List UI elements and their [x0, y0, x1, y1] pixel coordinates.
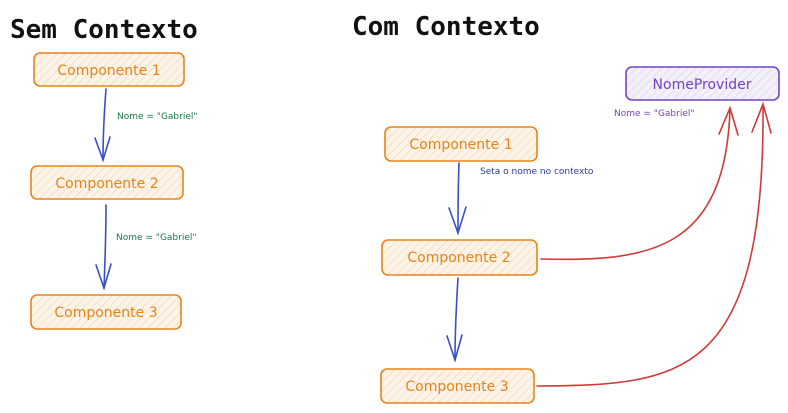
context-arrow-componente-3	[536, 101, 772, 387]
left-arrow-2-3	[95, 204, 112, 291]
title-com-contexto: Com Contexto	[352, 12, 540, 42]
right-arrow-2-3	[446, 277, 463, 363]
nome-provider: NomeProvider	[625, 66, 780, 101]
right-set-note: Seta o nome no contexto	[480, 167, 594, 177]
left-note-2: Nome = "Gabriel"	[116, 233, 197, 243]
right-componente-1: Componente 1	[384, 126, 538, 162]
right-componente-1-label: Componente 1	[409, 137, 512, 153]
nome-provider-label: NomeProvider	[653, 77, 752, 93]
left-componente-1-label: Componente 1	[57, 63, 160, 79]
left-componente-2-label: Componente 2	[55, 176, 158, 192]
left-arrow-1-2	[94, 88, 111, 163]
left-componente-3: Componente 3	[30, 294, 182, 330]
left-componente-1: Componente 1	[33, 52, 185, 87]
right-componente-2: Componente 2	[381, 239, 538, 276]
provider-note: Nome = "Gabriel"	[614, 109, 695, 119]
left-componente-3-label: Componente 3	[54, 305, 157, 321]
left-componente-2: Componente 2	[30, 165, 184, 200]
right-componente-2-label: Componente 2	[407, 250, 510, 266]
context-arrow-componente-2	[540, 105, 739, 261]
right-componente-3-label: Componente 3	[405, 379, 508, 395]
left-note-1: Nome = "Gabriel"	[117, 112, 198, 122]
title-sem-contexto: Sem Contexto	[10, 15, 198, 45]
right-componente-3: Componente 3	[380, 368, 535, 404]
right-arrow-1-2	[448, 162, 467, 236]
